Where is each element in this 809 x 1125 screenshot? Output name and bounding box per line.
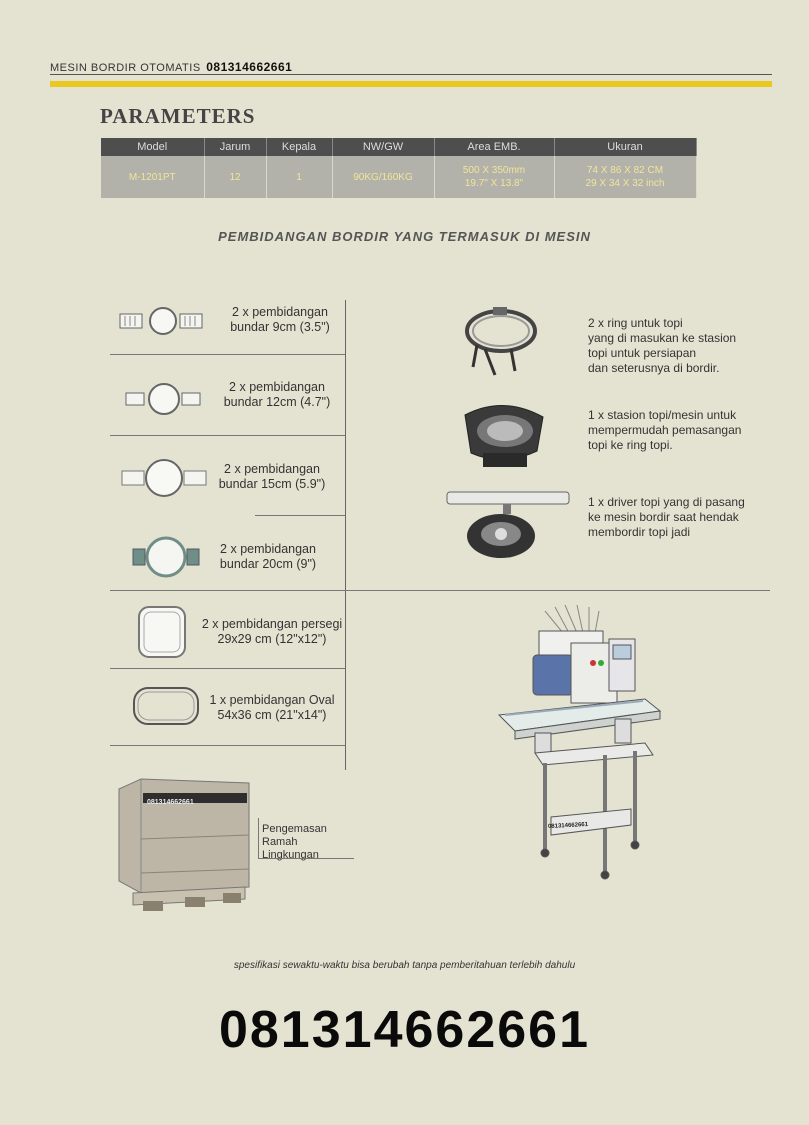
embroidery-machine-image — [497, 604, 662, 880]
cell-area-line1: 500 X 350mm — [462, 165, 526, 176]
row-divider — [110, 668, 345, 669]
row-divider — [345, 590, 770, 591]
footer-disclaimer: spesifikasi sewaktu-waktu bisa berubah t… — [233, 960, 576, 971]
round-hoop-20cm-image — [132, 536, 200, 578]
packaging-box-image — [118, 778, 250, 911]
hoop-label-line2: bundar 12cm (4.7") — [223, 395, 331, 409]
cell-ukuran-line2: 29 X 34 X 32 inch — [585, 178, 665, 189]
cell-area: 500 X 350mm 19.7" X 13.8" — [434, 156, 555, 198]
column-header: Jarum — [204, 138, 267, 156]
pack-underline — [258, 858, 354, 859]
hoop-item: 2 x pembidangan bundar 20cm (9") — [194, 542, 342, 572]
header-divider — [50, 74, 772, 75]
table-row: M-1201PT 12 1 90KG/160KG 500 X 350mm 19.… — [101, 156, 697, 198]
row-divider — [110, 354, 345, 355]
oval-hoop-image — [133, 687, 199, 725]
box-phone-label: 081314662661 — [147, 799, 194, 806]
text-line: Lingkungan — [262, 849, 319, 861]
row-divider — [255, 515, 345, 516]
text-line: dan seterusnya di bordir. — [588, 361, 720, 375]
column-header: Kepala — [266, 138, 333, 156]
column-header: NW/GW — [332, 138, 435, 156]
row-divider — [110, 745, 345, 746]
cell-nwgw: 90KG/160KG — [332, 156, 435, 198]
hoop-label-line1: 2 x pembidangan — [232, 305, 328, 319]
column-header: Model — [101, 138, 205, 156]
hoop-label-line2: 29x29 cm (12"x12") — [217, 632, 327, 646]
cell-area-line2: 19.7" X 13.8" — [464, 178, 524, 189]
cap-ring-image — [465, 307, 537, 376]
hoop-label-line1: 2 x pembidangan persegi — [201, 617, 343, 631]
cap-station-image — [464, 405, 544, 467]
header-title: MESIN BORDIR OTOMATIS 081314662661 — [50, 60, 292, 74]
text-line: mempermudah pemasangan — [588, 423, 742, 437]
row-divider — [110, 590, 345, 591]
cap-driver-image — [446, 491, 570, 558]
section-title: PEMBIDANGAN BORDIR YANG TERMASUK DI MESI… — [218, 229, 591, 244]
round-hoop-15cm-image — [121, 459, 207, 497]
contact-phone: 081314662661 — [218, 1001, 591, 1059]
round-hoop-12cm-image — [125, 383, 201, 415]
header-brand-text: MESIN BORDIR OTOMATIS — [50, 62, 201, 74]
hoop-label-line2: bundar 9cm (3.5") — [230, 320, 330, 334]
text-line: ke mesin bordir saat hendak — [588, 510, 739, 524]
text-line: 2 x ring untuk topi — [588, 316, 683, 330]
cell-jarum: 12 — [204, 156, 267, 198]
hoop-label-line2: bundar 15cm (5.9") — [218, 477, 326, 491]
pack-divider — [258, 818, 259, 858]
text-line: topi ke ring topi. — [588, 438, 673, 452]
header-accent-bar — [50, 81, 772, 87]
hoop-label-line2: bundar 20cm (9") — [219, 557, 317, 571]
parameters-title: PARAMETERS — [100, 104, 256, 128]
text-line: 1 x stasion topi/mesin untuk — [588, 408, 737, 422]
hoop-item: 2 x pembidangan bundar 12cm (4.7") — [203, 380, 351, 410]
hoop-item: 2 x pembidangan bundar 15cm (5.9") — [198, 462, 346, 492]
text-line: topi untuk persiapan — [588, 346, 697, 360]
hoop-label-line1: 2 x pembidangan — [224, 462, 320, 476]
text-line: Ramah — [262, 836, 298, 848]
packaging-label: Pengemasan Ramah Lingkungan — [262, 823, 327, 862]
text-line: 1 x driver topi yang di pasang — [588, 495, 745, 509]
hoop-label-line2: 54x36 cm (21"x14") — [217, 708, 327, 722]
hoop-item: 1 x pembidangan Oval 54x36 cm (21"x14") — [196, 693, 348, 723]
cap-station-description: 1 x stasion topi/mesin untuk mempermudah… — [588, 408, 741, 453]
table-header-row: Model Jarum Kepala NW/GW Area EMB. Ukura… — [101, 138, 697, 156]
cell-kepala: 1 — [266, 156, 333, 198]
hoop-item: 2 x pembidangan bundar 9cm (3.5") — [206, 305, 354, 335]
cap-driver-description: 1 x driver topi yang di pasang ke mesin … — [588, 495, 745, 540]
text-line: Pengemasan — [262, 823, 327, 835]
cell-model: M-1201PT — [101, 156, 205, 198]
square-hoop-image — [138, 606, 186, 658]
hoop-label-line1: 2 x pembidangan — [229, 380, 325, 394]
row-divider — [110, 435, 345, 436]
column-header: Ukuran — [554, 138, 697, 156]
cell-ukuran: 74 X 86 X 82 CM 29 X 34 X 32 inch — [554, 156, 697, 198]
hoop-item: 2 x pembidangan persegi 29x29 cm (12"x12… — [194, 617, 350, 647]
round-hoop-9cm-image — [119, 307, 203, 335]
hoop-label-line1: 2 x pembidangan — [220, 542, 316, 556]
column-header: Area EMB. — [434, 138, 555, 156]
vertical-divider — [345, 300, 346, 770]
text-line: yang di masukan ke stasion — [588, 331, 737, 345]
text-line: membordir topi jadi — [588, 525, 691, 539]
cap-ring-description: 2 x ring untuk topi yang di masukan ke s… — [588, 316, 736, 376]
cell-ukuran-line1: 74 X 86 X 82 CM — [586, 165, 664, 176]
header-phone: 081314662661 — [206, 60, 293, 74]
parameters-table: Model Jarum Kepala NW/GW Area EMB. Ukura… — [101, 138, 697, 198]
hoop-label-line1: 1 x pembidangan Oval — [209, 693, 335, 707]
